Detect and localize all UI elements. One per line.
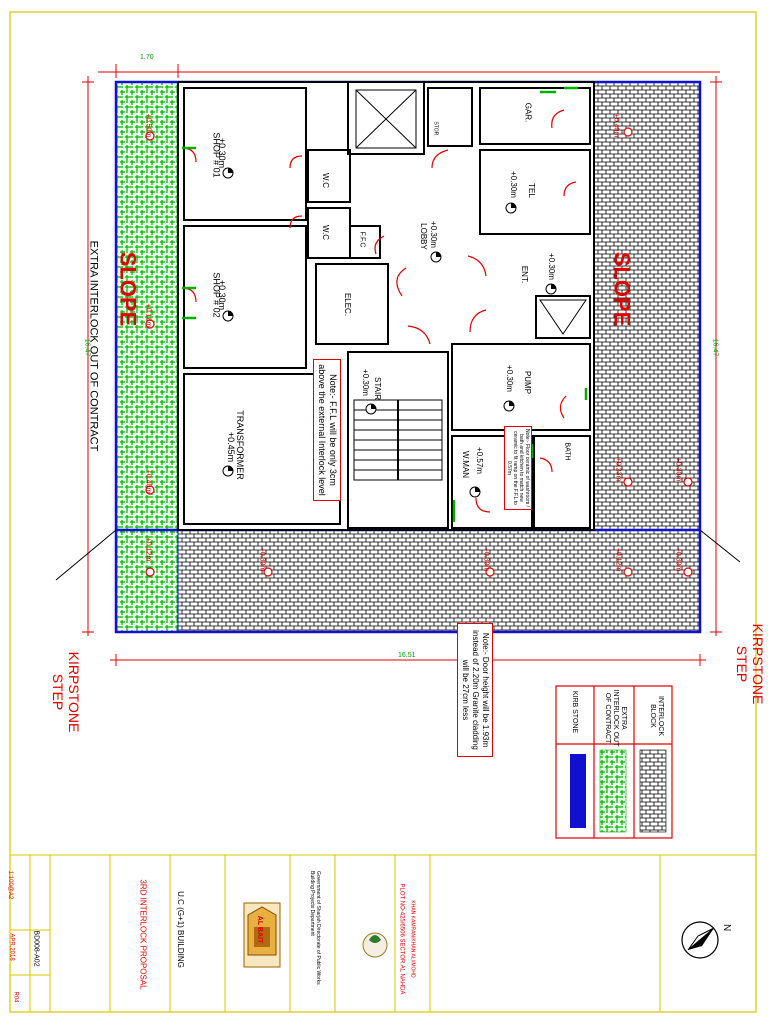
level-wman: +0.57m	[474, 447, 484, 474]
kirpstone-leaders	[55, 529, 741, 581]
ext-level-1: +0.50m	[144, 113, 152, 138]
level-tel: +0.30m	[508, 171, 518, 198]
label-ffc: F.F.C	[358, 231, 366, 248]
legend-label-interlock: INTERLOCK BLOCK	[649, 695, 664, 737]
label-pump: PUMP	[523, 370, 533, 395]
company-logo	[243, 902, 281, 968]
ext-level-7: +0.30m	[482, 547, 490, 572]
extra-interlock-corner	[116, 530, 178, 632]
note-floor: Note:- Floor ceramic of washroom / bath …	[504, 426, 532, 510]
level-ent: +0.30m	[546, 253, 556, 280]
ext-level-11: +0.23m	[614, 457, 622, 482]
level-shop1: +0.30m	[217, 137, 228, 169]
ext-level-9: +0.30m	[674, 547, 682, 572]
slope-left: SLOPE	[115, 251, 141, 327]
title-block	[10, 854, 756, 1012]
level-lobby: +0.30m	[428, 221, 438, 248]
legend-swatch-kirb	[570, 754, 586, 828]
dim-right: 16.47	[711, 338, 719, 357]
kirpstone-right: KIRPSTONE STEP	[734, 623, 766, 705]
label-wman: W.MAN	[461, 450, 471, 479]
note-door: Note:- Door height will be 1.93m instead…	[457, 623, 493, 757]
label-bath: BATH	[563, 442, 571, 461]
dim-top: 1.70	[140, 54, 154, 61]
kirpstone-left: KIRPSTONE STEP	[50, 651, 82, 733]
tb-drawing-no: BD008-A02	[32, 930, 40, 967]
ext-level-4: +0.12m	[144, 537, 152, 562]
entrance-ramp	[539, 299, 587, 335]
tb-company: AL BAIT	[256, 915, 264, 944]
label-wc2: W.C	[321, 224, 331, 241]
tb-gov: Government of Sharjah Directorate of Pub…	[309, 871, 321, 985]
ext-level-3: +0.40m	[144, 469, 152, 494]
ext-level-2: +0.18m	[144, 303, 152, 328]
door-swings	[181, 109, 577, 513]
label-stair: STAIR	[372, 377, 382, 400]
label-lobby: LOBBY	[418, 223, 428, 250]
north-arrow: N	[681, 921, 732, 959]
legend-label-extra: EXTRA INTERLOCK OUT OF CONTRACT	[604, 689, 627, 747]
sheet-border	[9, 11, 757, 1013]
legend-swatch-interlock	[639, 749, 667, 833]
tb-building: U.C (G+1) BUILDING	[175, 891, 185, 968]
note-ffl: Note:- F.F.L will be only 3cm above the …	[313, 359, 341, 501]
tb-date: APR.2018	[8, 933, 15, 961]
exterior-level-markers	[145, 127, 693, 577]
legend-box	[555, 685, 673, 839]
label-gar: GAR.	[523, 102, 533, 123]
slope-right: SLOPE	[609, 251, 635, 327]
tb-scale: 1:100@A2	[7, 870, 14, 900]
ext-level-10: +0.30m	[674, 457, 682, 482]
label-elec: ELEC.	[343, 292, 353, 317]
level-stair: +0.30m	[360, 369, 370, 396]
lift-shaft	[355, 89, 417, 149]
level-pump: +0.30m	[504, 365, 514, 392]
label-stor: STOR.	[432, 121, 439, 137]
ext-level-8: +0.12m	[614, 547, 622, 572]
label-wc1: W.C	[321, 172, 331, 189]
label-ent: ENT.	[520, 265, 530, 284]
svg-text:N: N	[721, 924, 732, 931]
label-transformer: TRANSFORMER	[234, 410, 245, 480]
tb-project: PLOT NO-425/6506 SECTOR AL NAHDA	[398, 883, 405, 995]
level-transformer: +0.45m	[226, 431, 237, 463]
government-emblem	[362, 932, 388, 958]
interlock-right	[594, 82, 700, 532]
level-shop2: +0.30m	[217, 279, 228, 311]
dim-left: 16.47	[83, 338, 91, 357]
ext-level-6: +0.30m	[258, 547, 266, 572]
legend-label-kirb: KIRB STONE	[571, 690, 578, 734]
level-marker-fills	[228, 168, 556, 492]
dim-bottom: 16.51	[398, 652, 416, 659]
ext-level-5: +0.40m	[612, 113, 620, 138]
label-tel: TEL	[526, 183, 536, 198]
extra-interlock-left	[116, 82, 178, 530]
legend-swatch-extra	[599, 749, 627, 833]
tb-rev: R04	[12, 991, 19, 1003]
door-leaves	[182, 86, 588, 522]
tb-client: KHAN KAMRAN/KHAN ALI/MOHD	[409, 900, 416, 978]
tb-drawing: 3RD INTERLOCK PROPOSAL	[138, 879, 148, 990]
